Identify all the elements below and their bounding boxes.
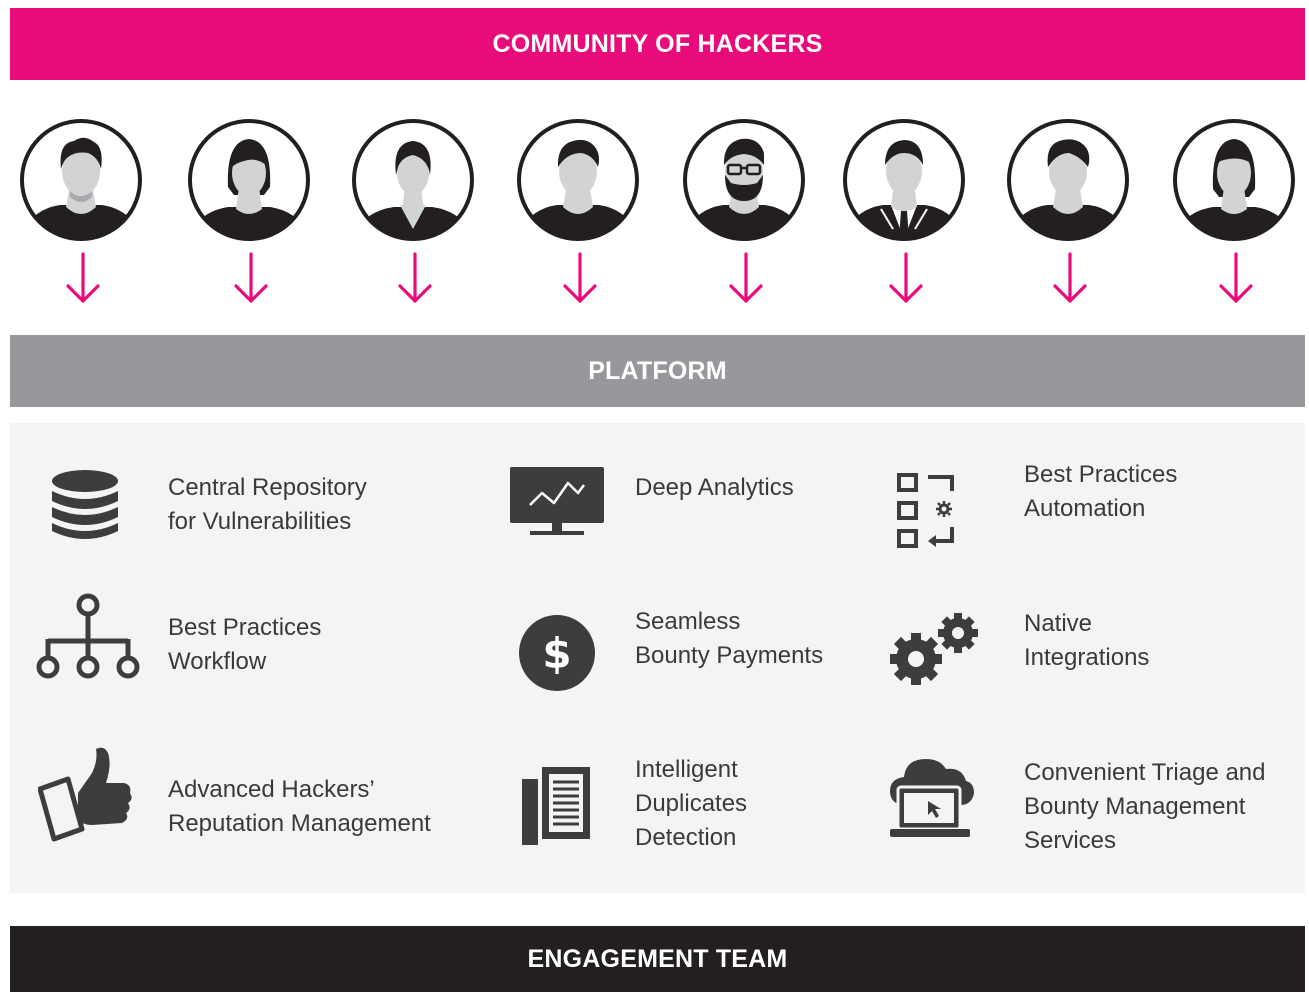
feature-reputation-management: Advanced Hackers’ Reputation Management [38,743,508,873]
feature-seamless-bounty-payments: $ Seamless Bounty Payments [517,593,877,713]
arrow-down-icon [729,252,763,303]
hacker-7 [1005,117,1135,312]
platform-banner: PLATFORM [10,335,1305,407]
hacker-male-avatar-icon [1007,119,1129,241]
feature-label: Convenient Triage and Bounty Management … [1024,759,1266,854]
hacker-2 [186,117,316,312]
arrow-down-icon [889,252,923,303]
hacker-6 [841,117,971,312]
engagement-team-banner: ENGAGEMENT TEAM [10,926,1305,992]
hacker-4 [515,117,645,312]
hacker-male-avatar-icon [20,119,142,241]
analytics-monitor-icon [510,467,604,535]
hacker-female-bob-avatar-icon [1173,119,1295,241]
platform-features-panel: Central Repository for Vulnerabilities D… [10,423,1305,893]
arrow-down-icon [563,252,597,303]
arrow-down-icon [234,252,268,303]
hacker-8 [1171,117,1301,312]
hacker-bearded-glasses-avatar-icon [683,119,805,241]
hacker-suit-avatar-icon [843,119,965,241]
gears-icon [890,613,978,685]
feature-native-integrations: Native Integrations [886,593,1296,713]
cloud-laptop-icon [890,759,974,837]
arrow-down-icon [1219,252,1253,303]
hacker-male-avatar-icon [517,119,639,241]
arrow-down-icon [1053,252,1087,303]
feature-best-practices-automation: Best Practices Automation [896,453,1296,563]
svg-text:$: $ [542,629,571,678]
feature-deep-analytics: Deep Analytics [510,463,870,573]
hackers-row [0,117,1309,312]
feature-label: Deep Analytics [635,474,794,501]
community-of-hackers-title: COMMUNITY OF HACKERS [492,29,823,58]
workflow-hierarchy-icon [36,593,140,679]
document-duplicates-icon [522,767,590,845]
hacker-female-avatar-icon [352,119,474,241]
engagement-team-title: ENGAGEMENT TEAM [527,944,788,973]
feature-central-repository: Central Repository for Vulnerabilities [48,463,488,573]
platform-title: PLATFORM [588,356,727,385]
feature-triage-bounty-management: Convenient Triage and Bounty Management … [888,743,1298,873]
hacker-3 [350,117,480,312]
feature-label: Advanced Hackers’ Reputation Management [168,776,431,837]
arrow-down-icon [398,252,432,303]
feature-best-practices-workflow: Best Practices Workflow [34,593,494,713]
hacker-female-bob-avatar-icon [188,119,310,241]
feature-label: Best Practices Automation [1024,461,1178,522]
thumbs-up-icon [38,747,132,842]
feature-label: Best Practices Workflow [168,614,322,675]
community-of-hackers-banner: COMMUNITY OF HACKERS [10,8,1305,80]
hacker-1 [18,117,148,312]
arrow-down-icon [66,252,100,303]
automation-checklist-icon [897,473,954,548]
dollar-coin-icon: $ [519,615,595,691]
feature-intelligent-duplicates-detection: Intelligent Duplicates Detection [520,743,880,873]
hacker-5 [681,117,811,312]
feature-label: Intelligent Duplicates Detection [635,756,748,851]
feature-label: Native Integrations [1024,610,1150,671]
database-icon [52,470,118,539]
feature-label: Seamless Bounty Payments [635,608,824,669]
feature-label: Central Repository for Vulnerabilities [168,474,367,535]
